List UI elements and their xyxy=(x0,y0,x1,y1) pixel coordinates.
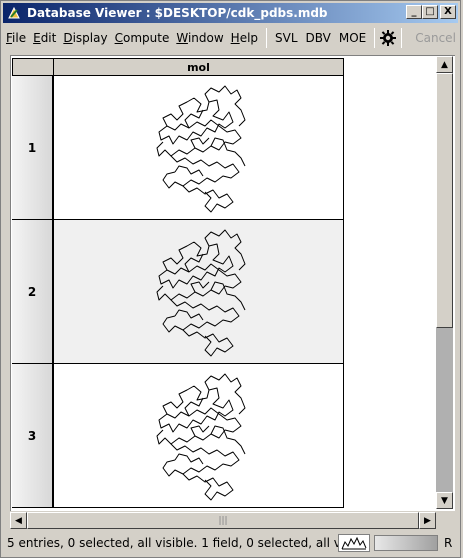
scroll-left-icon[interactable]: ◀ xyxy=(10,512,27,529)
mol-cell[interactable] xyxy=(54,364,344,508)
vertical-scroll-thumb[interactable] xyxy=(436,73,453,328)
minimize-button[interactable]: _ xyxy=(406,5,422,19)
menu-edit[interactable]: Edit xyxy=(33,31,57,45)
toolbar-separator xyxy=(374,28,376,48)
grid-corner-header[interactable] xyxy=(12,58,54,76)
status-bar: 5 entries, 0 selected, all visible. 1 fi… xyxy=(3,531,458,555)
protein-backbone-depiction xyxy=(156,373,246,501)
vertical-scrollbar[interactable]: ▲ ▼ xyxy=(436,56,453,509)
status-text: 5 entries, 0 selected, all visible. 1 fi… xyxy=(7,536,362,550)
horizontal-scroll-thumb[interactable]: ||| xyxy=(27,512,419,529)
row-number[interactable]: 1 xyxy=(12,76,54,220)
horizontal-scrollbar[interactable]: ◀ ||| ▶ xyxy=(10,512,436,529)
table-row[interactable]: 3 xyxy=(12,364,344,508)
moe-app-icon xyxy=(6,5,22,21)
scroll-down-icon[interactable]: ▼ xyxy=(436,492,453,509)
mol-cell[interactable] xyxy=(54,76,344,220)
cancel-button[interactable]: Cancel xyxy=(415,31,456,45)
moe-button[interactable]: MOE xyxy=(338,31,367,45)
menu-bar: File Edit Display Compute Window Help SV… xyxy=(3,25,458,51)
protein-backbone-depiction xyxy=(156,85,246,213)
title-bar[interactable]: Database Viewer : $DESKTOP/cdk_pdbs.mdb … xyxy=(3,3,458,23)
vertical-scroll-track[interactable] xyxy=(436,328,453,492)
menu-window[interactable]: Window xyxy=(176,31,224,45)
row-number[interactable]: 3 xyxy=(12,364,54,508)
menu-compute[interactable]: Compute xyxy=(114,31,170,45)
progress-bar xyxy=(374,535,438,551)
svl-button[interactable]: SVL xyxy=(275,31,298,45)
toolbar-separator xyxy=(401,28,403,48)
column-header-mol[interactable]: mol xyxy=(53,58,344,76)
menu-help[interactable]: Help xyxy=(230,31,259,45)
menu-display[interactable]: Display xyxy=(63,31,108,45)
scroll-right-icon[interactable]: ▶ xyxy=(419,512,436,529)
table-row[interactable]: 1 xyxy=(12,76,344,220)
protein-backbone-depiction xyxy=(156,229,246,357)
table-row[interactable]: 2 xyxy=(12,220,344,364)
mol-cell[interactable] xyxy=(54,220,344,364)
status-r-indicator: R xyxy=(444,536,453,550)
histogram-icon[interactable] xyxy=(338,534,370,552)
database-grid[interactable]: mol 1 xyxy=(10,55,455,511)
close-button[interactable]: X xyxy=(440,5,456,19)
toolbar-separator xyxy=(266,28,268,48)
gear-icon[interactable] xyxy=(379,27,397,49)
scroll-up-icon[interactable]: ▲ xyxy=(436,56,453,73)
window-title: Database Viewer : $DESKTOP/cdk_pdbs.mdb xyxy=(27,6,328,20)
menu-file[interactable]: File xyxy=(6,31,27,45)
dbv-button[interactable]: DBV xyxy=(305,31,331,45)
row-number[interactable]: 2 xyxy=(12,220,54,364)
maximize-button[interactable]: □ xyxy=(422,5,438,19)
